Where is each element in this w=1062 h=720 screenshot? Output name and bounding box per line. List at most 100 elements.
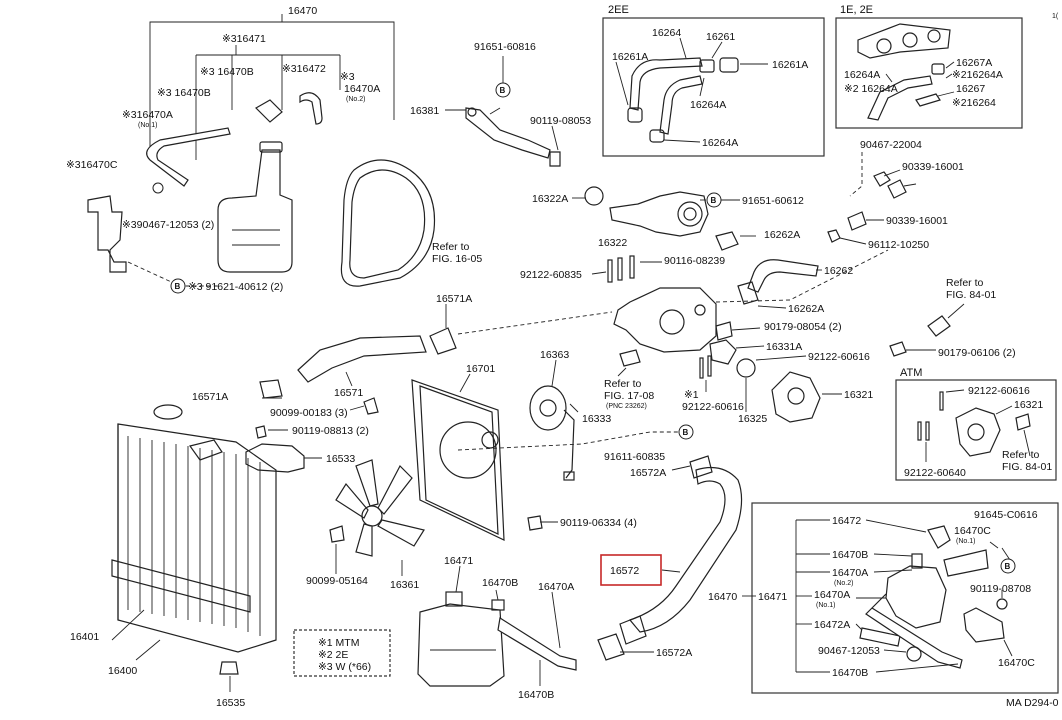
- callout-b-1: [170, 278, 186, 294]
- label-16321: 16321: [844, 389, 873, 401]
- 2ee-leaders: [615, 37, 768, 143]
- label-16264a-c: 16264A: [844, 69, 880, 81]
- clamp-16571a-top: [429, 327, 457, 355]
- label-91621: ※3 91621-40612 (2): [188, 281, 283, 293]
- label-16470c-r: 16470C: [954, 525, 991, 537]
- highlighted-part-16572: [600, 554, 662, 586]
- label-96112-10250: 96112-10250: [868, 239, 929, 251]
- label-90099-05164: 90099-05164: [306, 575, 368, 587]
- label-2-16264a: ※2 16264A: [844, 83, 898, 95]
- label-1e2e-header: 1E, 2E: [840, 4, 873, 16]
- label-16470b-bot: 16470B: [482, 577, 518, 589]
- support-16533: [245, 443, 305, 473]
- label-refer-1605-a: Refer to: [432, 241, 470, 253]
- label-refer-1605-b: FIG. 16-05: [432, 253, 482, 265]
- label-92122-60616-b-mark: ※1: [684, 389, 699, 401]
- label-16262a-a: 16262A: [764, 229, 800, 241]
- label-refer-1708-b: FIG. 17-08: [604, 390, 654, 402]
- label-16321-atm: 16321: [1014, 399, 1043, 411]
- label-16264a-b: 16264A: [702, 137, 738, 149]
- note-2: ※2 2E: [318, 649, 348, 661]
- label-refer-8401-c: Refer to: [1002, 449, 1040, 461]
- label-16470a-top-mark: ※3: [340, 71, 355, 83]
- bracket-16470c-top: [87, 195, 127, 273]
- label-90339-16001-b: 90339-16001: [886, 215, 948, 227]
- water-inlet-16321: [771, 371, 821, 423]
- label-16267a: 16267A: [956, 57, 992, 69]
- label-16572-highlighted: 16572: [610, 565, 639, 577]
- label-16322a: 16322A: [532, 193, 568, 205]
- label-16572a-bot: 16572A: [656, 647, 692, 659]
- hose-16262: [747, 259, 819, 293]
- label-refer-8401-b: FIG. 84-01: [946, 289, 996, 301]
- label-16470-top: 16470: [288, 5, 317, 17]
- reserve-tank-top: [217, 92, 323, 273]
- label-90119-08813: 90119-08813 (2): [292, 425, 369, 437]
- label-16264: 16264: [652, 27, 681, 39]
- label-16470c-r2: 16470C: [998, 657, 1035, 669]
- label-16261a-a: 16261A: [612, 51, 648, 63]
- right-box-leaders: [742, 519, 1013, 673]
- label-16572a-top: 16572A: [630, 467, 666, 479]
- label-90179-08054: 90179-08054 (2): [764, 321, 842, 333]
- label-16470b-top: ※3 16470B: [200, 66, 254, 78]
- callout-b-5-text: B: [1005, 562, 1011, 571]
- reserve-tank-bottom: [417, 591, 577, 687]
- clamp-16571a-left: [259, 379, 283, 399]
- note-3: ※3 W (*66): [318, 661, 371, 673]
- label-16470a-r-no2: (No.2): [834, 580, 853, 587]
- label-refer-1708-c: (PNC 23262): [606, 403, 647, 410]
- label-16701: 16701: [466, 363, 495, 375]
- label-16472: 16472: [832, 515, 861, 527]
- callout-b-3-text: B: [711, 196, 717, 205]
- water-outlet-16322: [584, 186, 739, 251]
- atm-parts: [917, 391, 1031, 457]
- label-16470c-top: ※316470C: [66, 159, 118, 171]
- label-90119-06334: 90119-06334 (4): [560, 517, 637, 529]
- label-16470a-r2: 16470A: [814, 589, 850, 601]
- label-16470a-left-no1: (No.1): [138, 122, 157, 129]
- label-16470b-r: 16470B: [832, 549, 868, 561]
- box-2ee: [602, 17, 825, 157]
- label-16261: 16261: [706, 31, 735, 43]
- sensor-84-01: [927, 315, 951, 337]
- label-16401: 16401: [70, 631, 99, 643]
- label-16470b-r2: 16470B: [832, 667, 868, 679]
- label-refer-8401-a: Refer to: [946, 277, 984, 289]
- label-92122-60640: 92122-60640: [904, 467, 966, 479]
- note-box: [293, 629, 391, 677]
- hose-16572: [597, 455, 743, 661]
- label-91651-60612: 91651-60612: [742, 195, 804, 207]
- callout-b-4-text: B: [683, 428, 689, 437]
- label-16470a-bot: 16470A: [538, 581, 574, 593]
- label-16267: 16267: [956, 83, 985, 95]
- label-16470a-r2-no1: (No.1): [816, 602, 835, 609]
- label-90179-06106: 90179-06106 (2): [938, 347, 1016, 359]
- sensor-parts-top: [827, 171, 907, 243]
- 1e2e-leaders: [885, 61, 955, 97]
- label-16325: 16325: [738, 413, 767, 425]
- studs-92122-60835: [607, 255, 635, 283]
- label-92122-60616-b: 92122-60616: [682, 401, 744, 413]
- radiator-16400: [111, 404, 277, 653]
- label-16470b-bot-2: 16470B: [518, 689, 554, 701]
- water-housing-center: [613, 287, 733, 353]
- label-16472a: 16472A: [814, 619, 850, 631]
- label-16363: 16363: [540, 349, 569, 361]
- label-16322: 16322: [598, 237, 627, 249]
- drive-belt: [340, 159, 436, 287]
- label-16361: 16361: [390, 579, 419, 591]
- callout-b-2-text: B: [500, 86, 506, 95]
- tank-group-leaders: [149, 14, 395, 160]
- label-16381: 16381: [410, 105, 439, 117]
- box-1e-2e: [835, 17, 1023, 129]
- label-90467-12053: ※390467-12053 (2): [122, 219, 214, 231]
- label-16470a-top: 16470A: [344, 83, 380, 95]
- note-1: ※1 MTM: [318, 637, 359, 649]
- label-90099-00183: 90099-00183 (3): [270, 407, 348, 419]
- label-16400: 16400: [108, 665, 137, 677]
- label-16470a-r: 16470A: [832, 567, 868, 579]
- label-91651-60816: 91651-60816: [474, 41, 536, 53]
- bracket-16381: [465, 107, 561, 167]
